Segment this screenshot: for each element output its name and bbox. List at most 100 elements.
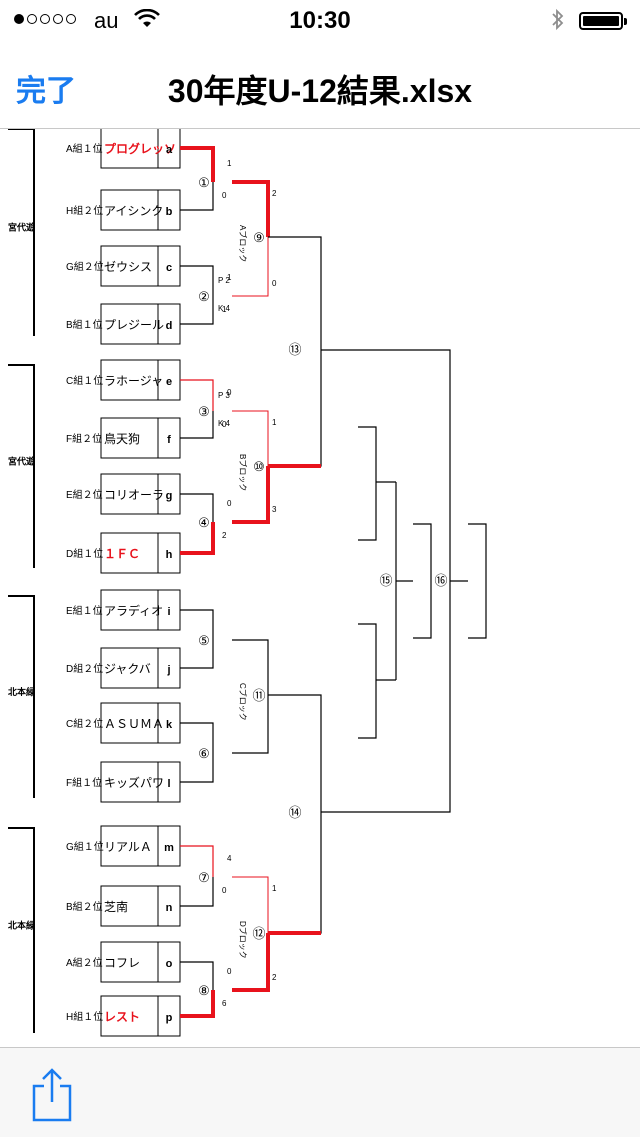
match-line [180,522,215,555]
block-line [232,466,270,524]
pk-score: K 4 [218,304,231,313]
team-code: b [166,206,173,218]
group-label: 宮代遊 [8,222,35,233]
group-bracket [8,364,35,568]
battery-icon [579,12,627,30]
document-title: 30年度U-12結果.xlsx [167,73,473,109]
score: 2 [272,189,277,198]
group-bracket [8,595,35,798]
final-line [358,426,377,541]
team-code: j [166,664,170,676]
team-name: キッズパワ [104,775,164,790]
score: 2 [272,973,277,982]
team-code: k [166,719,173,731]
match-number: ⑭ [288,805,301,820]
score: 1 [272,884,277,893]
match-number: ⑪ [252,688,265,703]
block-line [232,639,269,695]
match-line [180,182,214,211]
final-line [468,523,487,639]
team-rank: D組２位 [66,662,103,675]
team-rank: G組１位 [66,840,104,853]
team-name: リアルＡ [104,840,152,854]
team-code: c [166,262,172,274]
final-line [413,523,432,639]
team-code: d [166,320,173,332]
score: 2 [222,531,227,540]
team-rank: F組１位 [66,776,102,789]
team-code: f [167,434,171,446]
team-rank: H組１位 [66,1010,103,1023]
match-number: ⑩ [253,459,265,474]
team-name: プレジール [104,318,164,332]
team-code: g [166,490,173,502]
match-number: ⑬ [288,342,301,357]
team-name: アイシンク [104,204,163,218]
team-rank: C組１位 [66,374,103,387]
block-label: Bブロック [238,454,248,491]
team-name: ラホージャ [104,374,163,388]
group-bracket [8,827,35,1033]
score: 0 [227,967,232,976]
match-number: ⑯ [434,573,447,588]
share-icon[interactable] [30,1066,74,1122]
block-line [232,876,269,933]
team-rank: B組１位 [66,318,103,331]
score: 0 [227,499,232,508]
match-number: ⑤ [198,633,210,648]
score: 3 [272,505,277,514]
group-label: 北本緑 [8,920,36,931]
match-number: ⑮ [379,573,392,588]
team-name: プログレッソ [104,141,176,156]
wifi-icon [134,9,160,27]
match-number: ⑫ [252,926,265,941]
team-name: ＡＳＵＭＡ [104,717,164,731]
match-line [180,493,214,522]
bottom-toolbar [0,1047,640,1137]
team-name: コフレ [104,956,140,970]
signal-strength-icon [14,14,76,24]
team-code: e [166,376,172,388]
score: 1 [227,159,232,168]
block-label: Cブロック [238,683,248,721]
match-line [180,265,214,296]
team-code: p [166,1012,173,1024]
team-rank: H組２位 [66,204,103,217]
score: 0 [222,886,227,895]
pk-score: K 4 [218,419,231,428]
match-line [180,146,215,182]
match-number: ① [198,175,210,190]
final-line [358,623,377,739]
match-number: ③ [198,404,210,419]
match-number: ⑦ [198,870,210,885]
team-rank: F組２位 [66,432,102,445]
carrier-name: au [94,8,119,33]
group-bracket [8,129,35,336]
done-button[interactable]: 完了 [16,75,76,108]
team-rank: E組１位 [66,604,103,617]
match-number: ⑧ [198,983,210,998]
score: 1 [222,305,227,314]
team-code: n [166,902,173,914]
group-label: 宮代遊 [8,456,35,467]
block-line [232,237,269,297]
team-name: 芝南 [104,899,128,914]
match-line [180,722,214,753]
score: 0 [222,420,227,429]
block-line [232,180,270,237]
score: 1 [272,418,277,427]
group-label: 北本緑 [8,686,36,697]
team-rank: E組２位 [66,488,103,501]
team-code: m [164,842,174,854]
match-line [180,296,214,325]
match-line [180,961,214,990]
match-line [180,411,214,439]
team-rank: D組１位 [66,547,103,560]
team-code: l [167,778,170,790]
bluetooth-icon [552,8,564,31]
team-name: コリオーラ [104,488,164,502]
match-line [180,753,214,783]
team-name: １ＦＣ [104,547,140,561]
